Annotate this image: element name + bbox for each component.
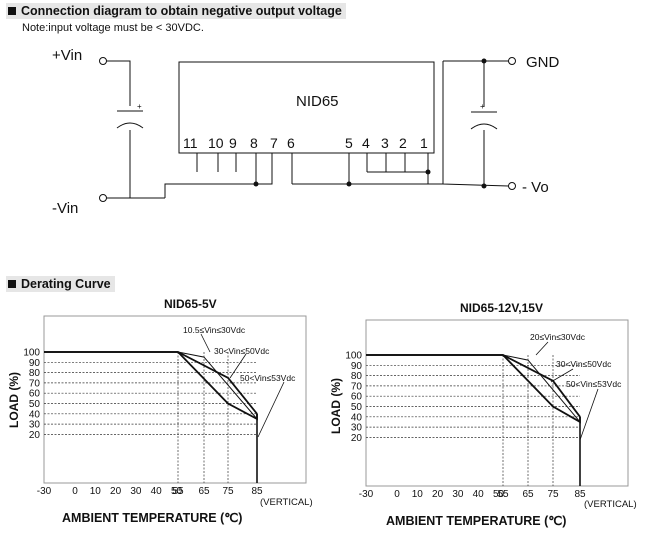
annotation-leader — [200, 333, 211, 353]
x-tick-label: 50 — [171, 486, 183, 497]
x-tick-label: -30 — [359, 489, 374, 500]
section-title-derating: Derating Curve — [6, 276, 115, 292]
x-tick-label: 55 — [172, 486, 184, 497]
pin-label-1: 1 — [420, 135, 428, 151]
y-tick-label: 80 — [351, 371, 363, 382]
annotation-leader — [579, 388, 599, 441]
annotation-leader — [257, 381, 285, 438]
pin-label-3: 3 — [381, 135, 389, 151]
module-box — [178, 61, 435, 154]
y-tick-label: 50 — [351, 402, 363, 413]
x-tick-label: 40 — [151, 486, 163, 497]
series-annotation: 50<Vin≤53Vdc — [240, 373, 296, 383]
x-tick-label: 75 — [222, 486, 234, 497]
voltage-note: Note:input voltage must be < 30VDC. — [22, 22, 204, 34]
x-tick-label: 75 — [547, 489, 559, 500]
annotation-leader — [535, 341, 549, 356]
series-annotation: 20≤Vin≤30Vdc — [530, 332, 586, 342]
pin-label-5: 5 — [345, 135, 353, 151]
section-title-text: Derating Curve — [21, 277, 111, 291]
y-tick-label: 20 — [351, 433, 363, 444]
chart-nid65-5v: NID65-5V LOAD (%) AMBIENT TEMPERATURE (℃) (… — [7, 297, 313, 525]
series-annotation: 30<Vin≤50Vdc — [214, 346, 270, 356]
vertical-note: (VERTICAL) — [584, 499, 637, 510]
pin-label-6: 6 — [287, 135, 295, 151]
y-tick-label: 20 — [29, 430, 41, 441]
y-tick-label: 50 — [29, 399, 41, 410]
y-tick-label: 30 — [351, 423, 363, 434]
x-tick-label: -30 — [37, 486, 52, 497]
series-annotation: 30<Vin≤50Vdc — [556, 359, 612, 369]
section-title-connection: Connection diagram to obtain negative ou… — [6, 3, 346, 19]
y-tick-label: 40 — [29, 409, 41, 420]
section-title-text: Connection diagram to obtain negative ou… — [21, 4, 342, 18]
y-tick-label: 100 — [345, 351, 362, 362]
pin-label-10: 10 — [208, 135, 224, 151]
series-line — [44, 351, 258, 415]
vin-neg-label: -Vin — [52, 200, 78, 217]
x-tick-label: 30 — [130, 486, 142, 497]
x-tick-label: 20 — [110, 486, 122, 497]
annotation-leader — [550, 368, 574, 383]
series-annotation: 10.5≤Vin≤30Vdc — [183, 325, 246, 335]
x-axis-label: AMBIENT TEMPERATURE (℃) — [386, 514, 566, 528]
vin-pos-label: +Vin — [52, 47, 82, 64]
x-tick-label: 85 — [251, 486, 263, 497]
x-tick-label: 30 — [452, 489, 464, 500]
chart-title: NID65-12V,15V — [460, 301, 543, 315]
x-tick-label: 10 — [90, 486, 102, 497]
gnd-label: GND — [526, 54, 560, 71]
y-axis-label: LOAD (%) — [329, 378, 343, 434]
y-tick-label: 90 — [351, 361, 363, 372]
pin-label-9: 9 — [229, 135, 237, 151]
x-tick-label: 20 — [432, 489, 444, 500]
cap-right-plus: + — [480, 102, 485, 111]
cap-left-plate-bottom — [116, 122, 144, 129]
cap-left-plus: + — [137, 102, 142, 111]
x-axis-label: AMBIENT TEMPERATURE (℃) — [62, 511, 242, 525]
pin-label-4: 4 — [362, 135, 370, 151]
module-label: NID65 — [296, 93, 339, 110]
y-tick-label: 70 — [351, 381, 363, 392]
plot-frame — [43, 315, 307, 484]
x-tick-label: 0 — [394, 489, 400, 500]
y-tick-label: 60 — [29, 389, 41, 400]
y-tick-label: 90 — [29, 358, 41, 369]
x-tick-label: 65 — [522, 489, 534, 500]
chart-title: NID65-5V — [164, 297, 217, 311]
pin-label-2: 2 — [399, 135, 407, 151]
vertical-note: (VERTICAL) — [260, 497, 313, 508]
x-tick-label: 10 — [412, 489, 424, 500]
vo-neg-label: - Vo — [522, 179, 549, 196]
wire-pin-7 — [164, 153, 273, 198]
chart-nid65-12v-15v: NID65-12V,15V LOAD (%) AMBIENT TEMPERATURE… — [329, 301, 637, 528]
x-tick-label: 50 — [493, 489, 505, 500]
series-line — [366, 354, 581, 418]
y-axis-label: LOAD (%) — [7, 372, 21, 428]
x-tick-label: 55 — [497, 489, 509, 500]
pin-label-11: 11 — [183, 135, 198, 151]
y-tick-label: 40 — [351, 412, 363, 423]
pin-label-8: 8 — [250, 135, 258, 151]
square-bullet-icon — [8, 280, 16, 288]
x-tick-label: 85 — [574, 489, 586, 500]
x-tick-label: 65 — [198, 486, 210, 497]
vin-pos-wire — [106, 60, 131, 106]
square-bullet-icon — [8, 7, 16, 15]
pin-label-7: 7 — [270, 135, 278, 151]
y-tick-label: 100 — [23, 348, 40, 359]
x-tick-label: 0 — [72, 486, 78, 497]
cap-right-plate-bottom — [470, 123, 498, 130]
x-tick-label: 40 — [473, 489, 485, 500]
annotation-leader — [229, 353, 247, 379]
series-annotation: 50<Vin≤53Vdc — [566, 379, 622, 389]
plot-frame — [365, 319, 629, 487]
y-tick-label: 30 — [29, 420, 41, 431]
y-tick-label: 60 — [351, 392, 363, 403]
y-tick-label: 80 — [29, 368, 41, 379]
y-tick-label: 70 — [29, 378, 41, 389]
